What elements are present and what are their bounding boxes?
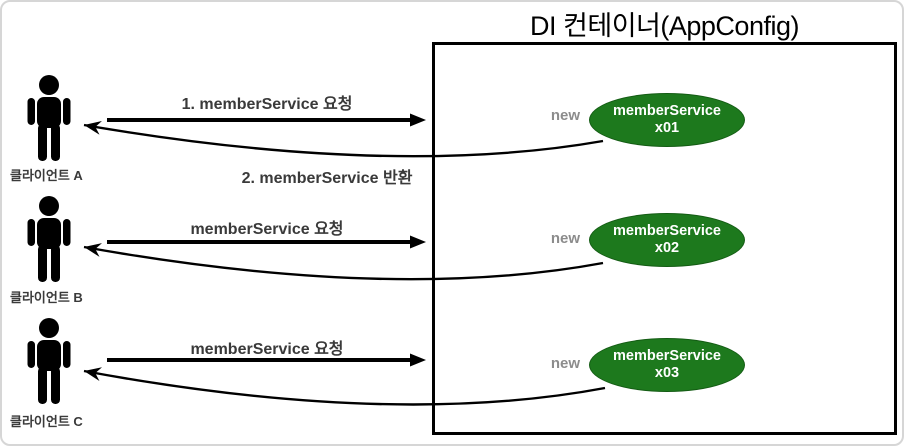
di-container-box — [432, 42, 897, 435]
instance-ellipse-a: memberService x01 — [589, 93, 745, 147]
client-b-label: 클라이언트 B — [10, 290, 83, 305]
diagram-title: DI 컨테이너(AppConfig) — [530, 11, 799, 41]
person-icon-client-c — [27, 318, 71, 404]
client-a-label: 클라이언트 A — [10, 168, 83, 183]
new-label-b: new — [550, 230, 580, 247]
person-icon-client-a — [27, 75, 71, 161]
request-label-b: memberService 요청 — [190, 221, 344, 238]
instance-name-b: memberService — [612, 223, 721, 239]
request-label-a: 1. memberService 요청 — [181, 96, 353, 113]
new-label-c: new — [550, 355, 580, 372]
instance-ellipse-b: memberService x02 — [589, 213, 745, 267]
client-c-label: 클라이언트 C — [10, 414, 83, 429]
instance-id-a: x01 — [654, 120, 680, 136]
new-label-a: new — [550, 107, 580, 124]
instance-name-c: memberService — [612, 348, 721, 364]
instance-id-b: x02 — [654, 240, 680, 256]
instance-id-c: x03 — [654, 365, 680, 381]
instance-name-a: memberService — [612, 103, 721, 119]
return-label-a: 2. memberService 반환 — [241, 170, 413, 187]
person-icon-client-b — [27, 196, 71, 282]
request-label-c: memberService 요청 — [190, 341, 344, 358]
instance-ellipse-c: memberService x03 — [589, 338, 745, 392]
